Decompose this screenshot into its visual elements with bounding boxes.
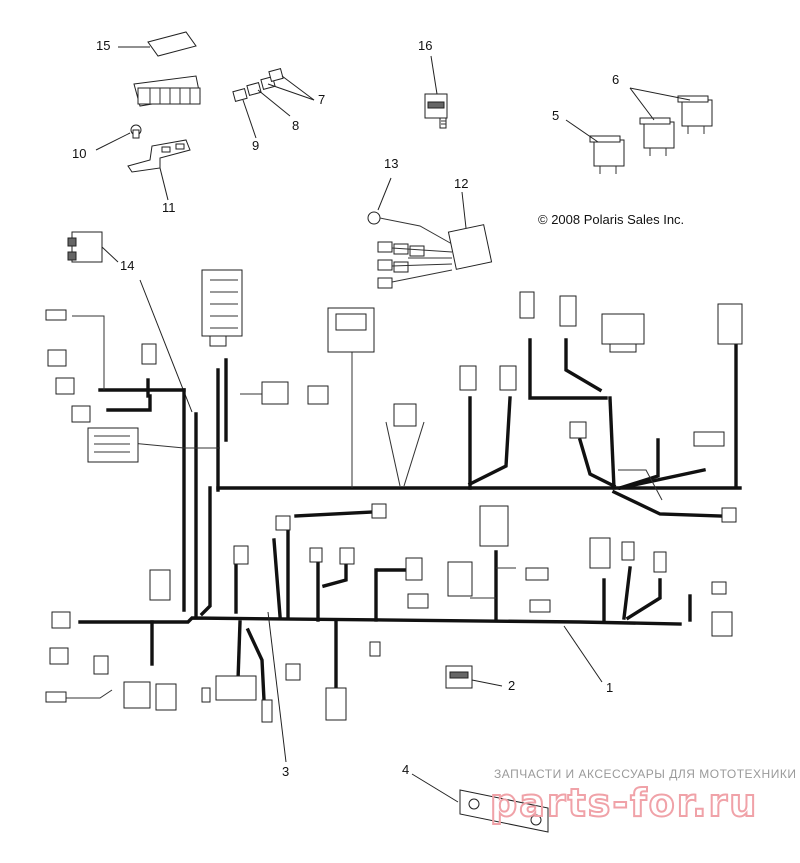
connector-block [447, 561, 473, 597]
connector-block [327, 307, 375, 353]
relay-part [589, 135, 625, 174]
callout-14: 14 [120, 258, 134, 273]
watermark-caption: ЗАПЧАСТИ И АКСЕССУАРЫ ДЛЯ МОТОТЕХНИКИ [494, 767, 796, 781]
connector-block [717, 303, 743, 345]
sub-harness-part [367, 211, 493, 289]
callout-8: 8 [292, 118, 299, 133]
relay-part [639, 117, 675, 156]
connector-block [459, 365, 517, 391]
switch-part [67, 231, 103, 263]
callout-5: 5 [552, 108, 559, 123]
connector-block [233, 503, 387, 565]
battery-cable-part [459, 789, 549, 833]
connector-block [201, 675, 273, 723]
connector-block [87, 427, 139, 463]
callout-6: 6 [612, 72, 619, 87]
connector-block [559, 295, 577, 327]
callout-11: 11 [162, 200, 176, 215]
connector-block [141, 343, 157, 365]
callout-16: 16 [418, 38, 432, 53]
connector-block [123, 681, 177, 711]
callout-4: 4 [402, 762, 409, 777]
callout-10: 10 [72, 146, 86, 161]
callout-13: 13 [384, 156, 398, 171]
copyright-notice: © 2008 Polaris Sales Inc. [538, 212, 684, 227]
connector-block [519, 291, 535, 319]
connector-block [45, 611, 109, 703]
callout-7: 7 [318, 92, 325, 107]
callout-9: 9 [252, 138, 259, 153]
fuse-box-part [133, 31, 201, 107]
relay-part [677, 95, 713, 134]
connector-item-2 [445, 665, 473, 689]
callout-1: 1 [606, 680, 613, 695]
callout-2: 2 [508, 678, 515, 693]
callout-15: 15 [96, 38, 110, 53]
callout-3: 3 [282, 764, 289, 779]
connector-block [285, 641, 381, 721]
mini-fuses-part [232, 68, 284, 102]
connector-block [693, 431, 725, 447]
connector-block [589, 537, 667, 573]
connector-block [601, 313, 645, 353]
connector-block [405, 557, 429, 609]
connector-block [261, 381, 329, 405]
connector-block [309, 547, 355, 565]
watermark-logo: parts-for.ru [490, 781, 758, 825]
connector-block [479, 505, 509, 547]
mounting-bracket-part [127, 124, 191, 173]
callout-12: 12 [454, 176, 468, 191]
sensor-part [424, 93, 448, 129]
connector-block [711, 507, 737, 637]
connector-block [149, 569, 171, 601]
connector-block [569, 421, 587, 439]
connector-block [45, 309, 91, 423]
connector-block [525, 567, 551, 613]
connector-block [201, 269, 243, 347]
connector-block [393, 403, 417, 427]
